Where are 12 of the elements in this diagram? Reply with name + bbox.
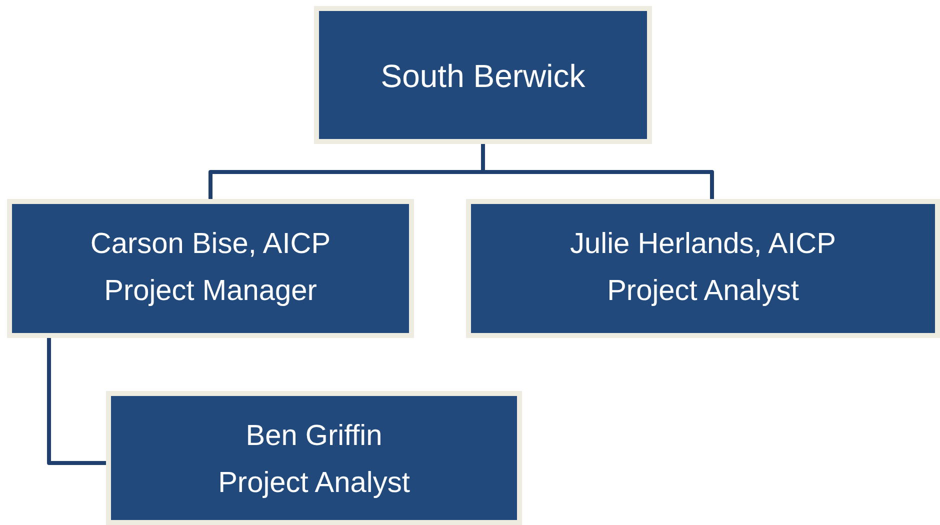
org-box bbox=[7, 199, 414, 338]
org-box bbox=[106, 391, 522, 525]
org-box bbox=[466, 199, 940, 338]
connector-line bbox=[47, 338, 106, 465]
org-box bbox=[314, 6, 652, 144]
name-label: South Berwick bbox=[380, 57, 586, 96]
role-label: Project Analyst bbox=[607, 274, 799, 309]
name-label: Ben Griffin bbox=[246, 419, 382, 454]
role-label: Project Manager bbox=[104, 274, 317, 309]
name-label: Julie Herlands, AICP bbox=[570, 227, 836, 262]
name-label: Carson Bise, AICP bbox=[90, 227, 331, 262]
role-label: Project Analyst bbox=[218, 466, 410, 501]
